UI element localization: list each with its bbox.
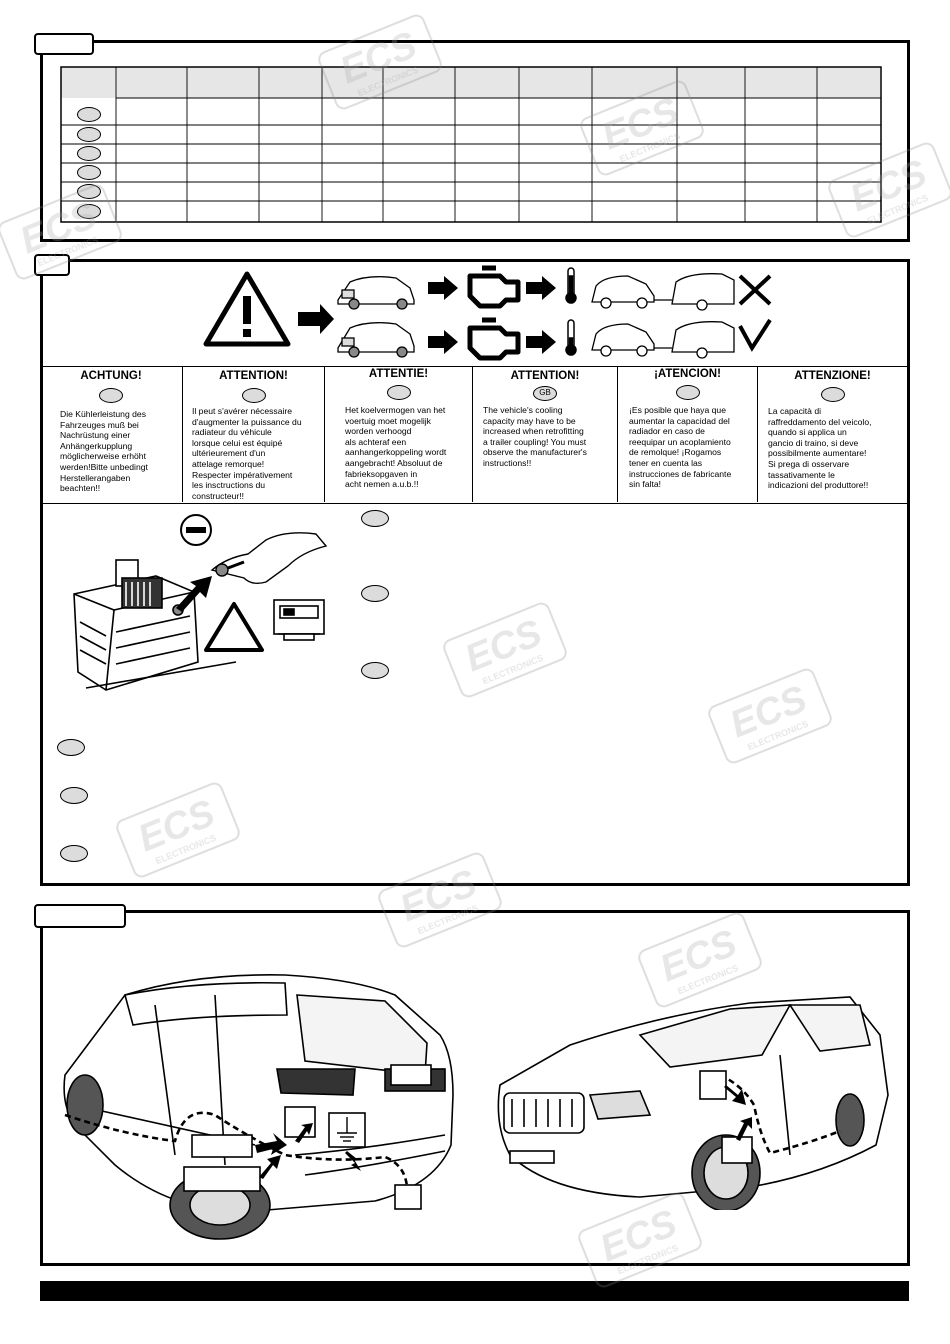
connector-box-3 (284, 1106, 316, 1138)
connector-box-4 (394, 1184, 422, 1210)
table-row-marker-1 (77, 107, 101, 122)
engine-check-icon (467, 317, 521, 361)
step-marker-b (361, 585, 389, 602)
step-marker-e (60, 787, 88, 804)
table-row-marker-5 (77, 184, 101, 199)
side-wheel-icon (66, 1074, 104, 1136)
section-tag-1 (34, 33, 94, 55)
warning-text: La capacità di raffreddamento del veicol… (768, 406, 872, 491)
check-mark-icon (738, 318, 772, 352)
rear-wheel-icon (835, 1093, 865, 1147)
section-vehicle-panel (40, 910, 910, 1266)
wiring-harness-route (719, 1073, 841, 1155)
car-trailer-icon-top (591, 273, 735, 311)
car-trailer-icon-bottom (591, 321, 735, 359)
step-marker-c (361, 662, 389, 679)
language-badge (99, 388, 123, 403)
section-table-panel (40, 40, 910, 242)
arrow-right-icon (526, 330, 556, 354)
language-badge (241, 388, 266, 403)
front-vehicle-wiring (497, 996, 889, 1210)
radio-display-icon (273, 599, 325, 641)
rear-vehicle-wiring (63, 974, 454, 1240)
battery-icon (73, 559, 237, 691)
arrow-icon (345, 1151, 361, 1171)
warning-heading: ATTENTION! (219, 370, 288, 382)
warning-de: ACHTUNG! Die Kühlerleistung des Fahrzeug… (40, 367, 182, 502)
car-front-icon-top (337, 276, 415, 310)
warning-triangle-icon (204, 602, 264, 652)
thermometer-icon (565, 267, 577, 304)
warning-text: The vehicle's cooling capacity may have … (483, 405, 587, 468)
warning-heading: ¡ATENCION! (654, 368, 721, 380)
warning-heading: ATTENZIONE! (794, 370, 871, 382)
arrow-right-icon (428, 330, 458, 354)
warning-es: ¡ATENCION! ¡Es posible que haya que aume… (617, 367, 757, 502)
cross-mark-icon (738, 274, 772, 306)
warning-it: ATTENZIONE! La capacità di raffreddament… (757, 367, 907, 502)
step-marker-f (60, 845, 88, 862)
section-warnings-panel (40, 259, 910, 886)
arrow-icon (259, 1155, 281, 1179)
connector-box-2 (183, 1166, 261, 1192)
car-front-icon-bottom (337, 322, 415, 358)
warning-text: Il peut s'avérer nécessaire d'augmenter … (192, 406, 302, 501)
minus-terminal-icon (180, 514, 212, 546)
warning-gb: ATTENTION! GB The vehicle's cooling capa… (472, 367, 617, 502)
arrow-right-icon (526, 276, 556, 300)
table-row-marker-3 (77, 146, 101, 161)
arrow-up-right-icon (176, 576, 212, 612)
table-header-shade (116, 67, 880, 98)
footer-bar (40, 1281, 909, 1301)
table-row-marker-6 (77, 204, 101, 219)
thermometer-icon (565, 319, 577, 356)
arrow-icon (255, 1133, 287, 1155)
warning-triangle-icon (203, 271, 291, 347)
engine-check-icon (467, 265, 521, 309)
warning-nl: ATTENTIE! Het koelvermogen van het voert… (324, 367, 472, 502)
cooling-warning-pictogram (203, 265, 772, 361)
connector-box-1 (191, 1134, 253, 1158)
connector-box-6 (721, 1136, 753, 1164)
language-badge (820, 387, 845, 402)
arrow-right-icon (428, 276, 458, 300)
hand-wrench-icon (210, 532, 328, 585)
warning-heading: ATTENTION! (510, 370, 580, 382)
battery-disconnect-illustration (73, 514, 328, 691)
arrow-icon (724, 1085, 746, 1105)
step-marker-a (361, 510, 389, 527)
warning-text: ¡Es posible que haya que aumentar la cap… (629, 405, 732, 490)
step-marker-d (57, 739, 85, 756)
ground-symbol-icon (328, 1112, 366, 1148)
warning-heading: ACHTUNG! (80, 370, 142, 382)
warning-text: Die Kühlerleistung des Fahrzeuges muß be… (60, 409, 148, 494)
fitting-table (60, 66, 882, 223)
language-badge (675, 385, 700, 400)
table-row-marker-4 (77, 165, 101, 180)
suv-front-icon (497, 996, 889, 1198)
cooling-warning-row: ACHTUNG! Die Kühlerleistung des Fahrzeug… (40, 366, 910, 504)
arrow-icon (736, 1117, 752, 1141)
arrow-right-icon (298, 304, 334, 334)
language-badge: GB (533, 386, 557, 401)
table-frame (60, 66, 882, 223)
suv-rear-icon (63, 974, 454, 1213)
section-tag-2 (34, 254, 70, 276)
warning-heading: ATTENTIE! (368, 368, 429, 380)
connector-box-5 (699, 1070, 727, 1100)
table-row-marker-2 (77, 127, 101, 142)
arrow-icon (295, 1123, 313, 1143)
warning-fr: ATTENTION! Il peut s'avérer nécessaire d… (182, 367, 324, 502)
warning-text: Het koelvermogen van het voertuig moet m… (345, 405, 447, 490)
language-badge (386, 385, 411, 400)
table-first-col-shade (61, 67, 116, 98)
table-grid (61, 67, 881, 222)
section-tag-3 (34, 904, 126, 928)
